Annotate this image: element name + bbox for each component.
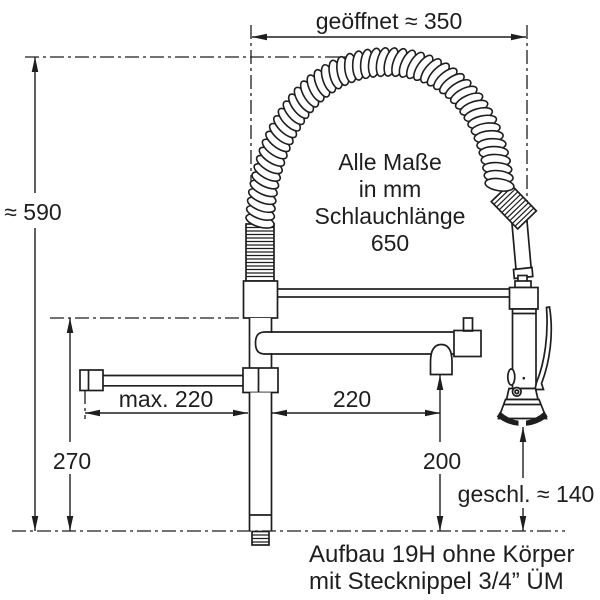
- spout-outlet: [429, 343, 453, 376]
- gun-neck: [505, 387, 540, 401]
- label-total-height: ≈ 590: [4, 199, 61, 225]
- gun-body: [511, 308, 537, 390]
- side-arm-end-cap: [79, 369, 104, 392]
- note-line-4: 650: [371, 230, 409, 256]
- label-side-arm-height: 270: [53, 448, 91, 474]
- note-line-3: Schlauchlänge: [315, 203, 466, 229]
- side-arm: [79, 367, 279, 394]
- construction-lines: [25, 25, 528, 419]
- gun-top-block: [508, 286, 539, 310]
- labels: geöffnet ≈ 350 ≈ 590 Alle Maße in mm Sch…: [4, 8, 594, 595]
- faucet-drawing: [79, 223, 512, 531]
- label-opened-width: geöffnet ≈ 350: [316, 8, 463, 34]
- spray-gun: [490, 182, 553, 426]
- note-line-2: in mm: [359, 176, 422, 202]
- label-side-arm-reach: max. 220: [119, 386, 214, 412]
- riser-lower: [248, 392, 273, 531]
- label-closed-height: geschl. ≈ 140: [458, 481, 595, 507]
- label-spout-reach: 220: [333, 386, 371, 412]
- hose-connector-block: [242, 280, 279, 319]
- note-line-1: Alle Maße: [338, 149, 442, 175]
- spout-end-block: [453, 329, 482, 358]
- support-bar: [276, 288, 512, 298]
- gun-lever: [533, 306, 553, 391]
- spout-end-knob: [462, 317, 474, 332]
- spiral-hose: [245, 47, 515, 229]
- hose-ribbed-gun-end: [490, 182, 538, 231]
- hose-ribbed-end: [245, 223, 275, 282]
- spout-arm: [254, 317, 482, 376]
- footer-line-1: Aufbau 19H ohne Körper: [309, 541, 575, 568]
- dimensions: [31, 33, 527, 531]
- label-outlet-height: 200: [423, 448, 461, 474]
- footer-line-2: mit Stecknippel 3/4” ÜM: [309, 568, 564, 595]
- stecknippel: [251, 530, 270, 546]
- gun-inlet-tube: [511, 219, 533, 277]
